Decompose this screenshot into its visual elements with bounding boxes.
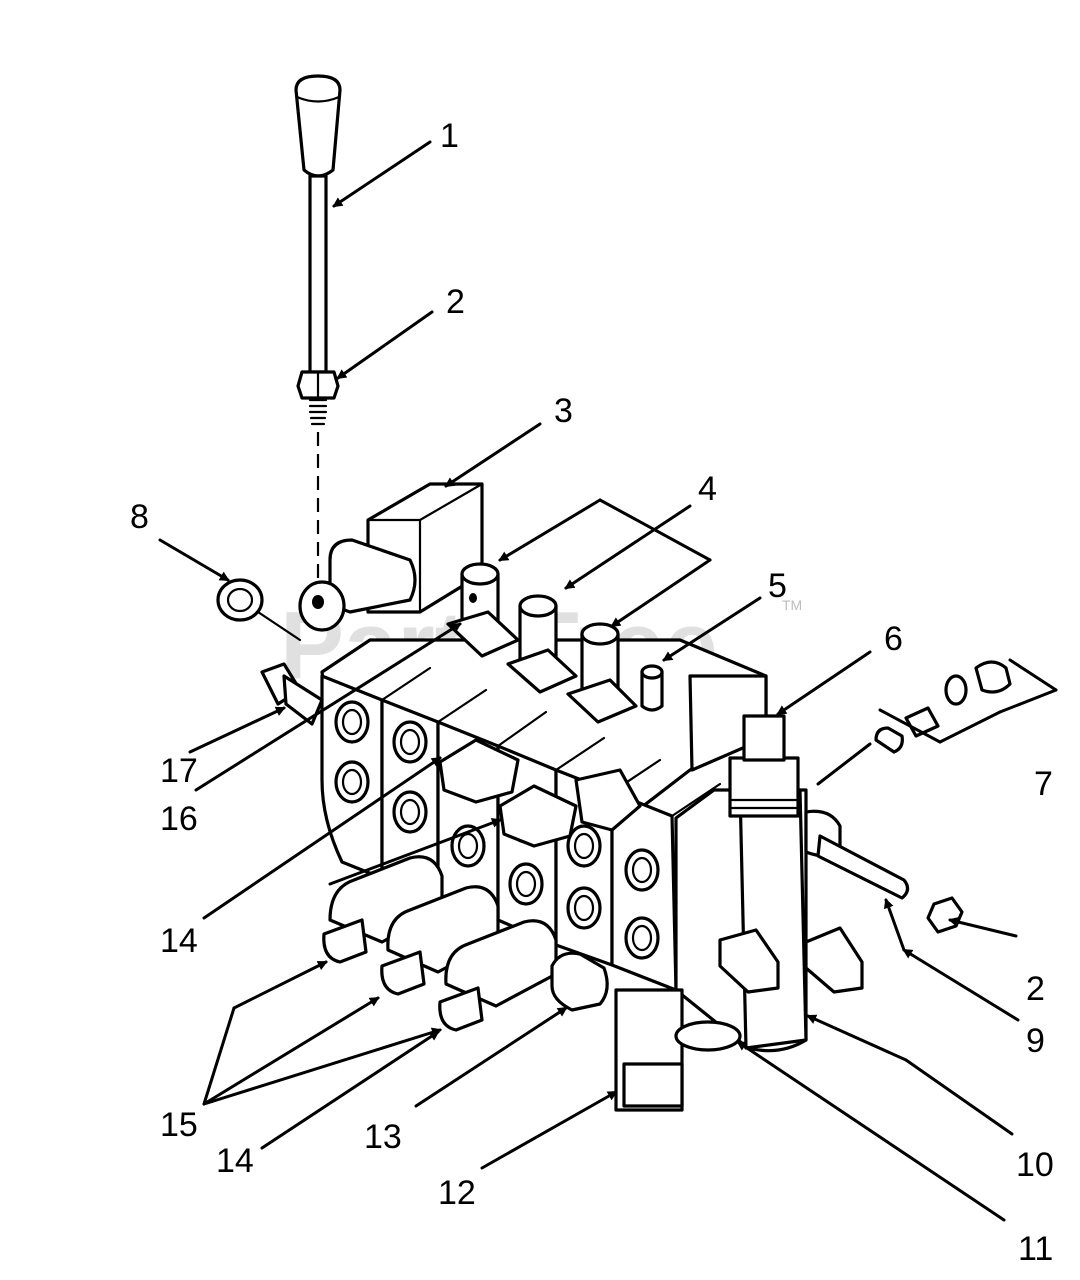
relief-block	[298, 482, 484, 632]
pin	[640, 664, 664, 712]
callout-16: 16	[160, 800, 198, 838]
fitting-17	[260, 662, 324, 726]
callout-7: 7	[1034, 765, 1053, 803]
spools	[446, 562, 638, 724]
callout-2-upper: 2	[446, 283, 465, 321]
hex-nut-upper	[296, 370, 340, 600]
callout-12: 12	[438, 1174, 476, 1212]
callout-11: 11	[1018, 1230, 1053, 1268]
callout-13: 13	[364, 1118, 402, 1156]
port-circles	[334, 700, 660, 960]
callout-15: 15	[160, 1106, 198, 1144]
leader-lines	[158, 140, 1058, 1222]
callout-2-lower: 2	[1026, 970, 1045, 1008]
callout-9: 9	[1026, 1022, 1045, 1060]
control-lever	[294, 74, 342, 374]
callout-5: 5	[768, 567, 787, 605]
callout-labels: 1 2 3 4 5 6 7 8 2 9 10 11 12 13 14 14 15…	[130, 117, 1054, 1268]
callout-10: 10	[1016, 1146, 1054, 1184]
callout-1: 1	[440, 117, 459, 155]
callout-3: 3	[554, 392, 573, 430]
callout-6: 6	[884, 620, 903, 658]
callout-17: 17	[160, 752, 198, 790]
watermark-tm: TM	[782, 597, 802, 613]
callout-4: 4	[698, 470, 717, 508]
front-fittings	[322, 738, 642, 1032]
callout-8: 8	[130, 498, 149, 536]
callout-14-lower: 14	[216, 1142, 254, 1180]
callout-14-upper: 14	[160, 922, 198, 960]
rod-and-fittings	[816, 660, 1012, 934]
end-section	[614, 674, 864, 1112]
plug-fitting	[216, 578, 302, 642]
